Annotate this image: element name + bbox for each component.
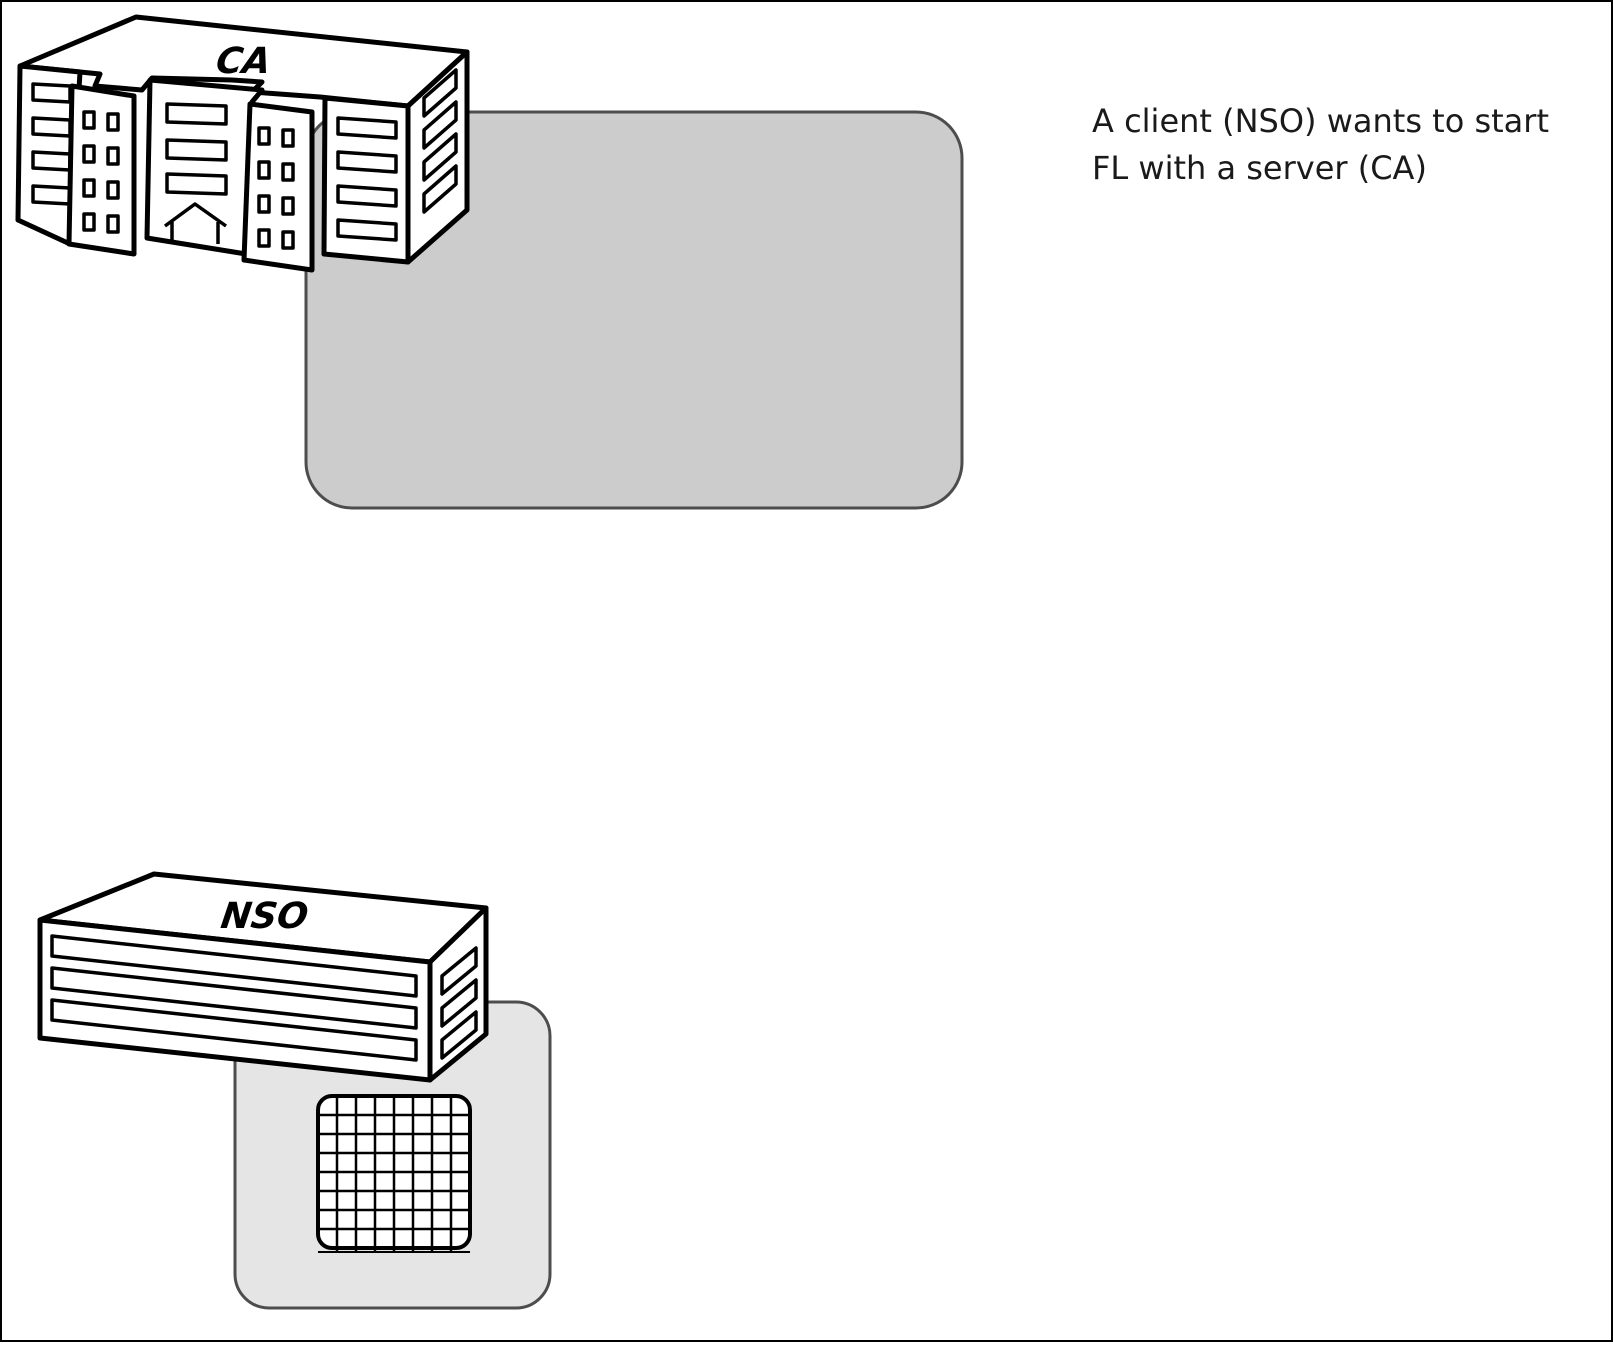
caption-text: A client (NSO) wants to start FL with a …	[1092, 98, 1592, 192]
caption-line-1: A client (NSO) wants to start	[1092, 102, 1549, 140]
server-label: CA	[213, 39, 273, 82]
server-panel	[304, 110, 964, 510]
hospital-building-icon	[15, 14, 470, 273]
grid-matrix-icon	[316, 1094, 472, 1253]
office-building-icon	[37, 871, 489, 1083]
caption-line-2: FL with a server (CA)	[1092, 149, 1427, 187]
client-label: NSO	[218, 894, 311, 937]
